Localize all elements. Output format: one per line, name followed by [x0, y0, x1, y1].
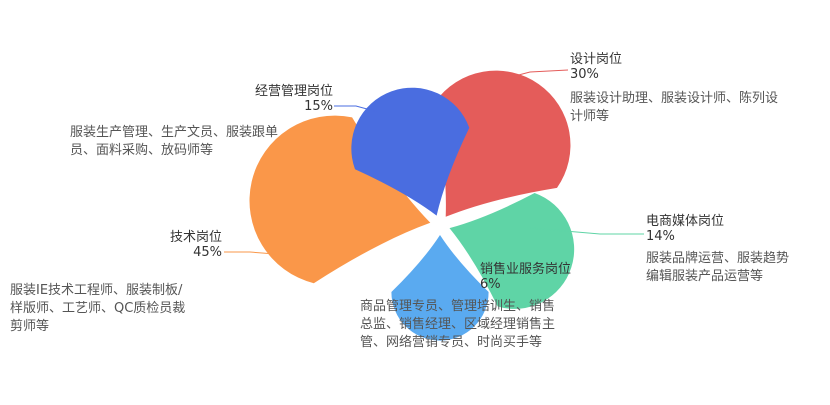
label-description-3-2: 剪师等: [10, 318, 49, 334]
label-description-0-1: 计师等: [570, 108, 609, 124]
label-description-1-0: 服装品牌运营、服装趋势: [646, 250, 789, 266]
leader-line-3: [224, 251, 276, 255]
label-description-2-1: 总监、销售经理、区域经理销售主: [360, 316, 555, 332]
label-description-3-1: 样版师、工艺师、QC质检员裁: [10, 300, 185, 316]
label-description-2-2: 管、网络营销专员、时尚买手等: [360, 334, 542, 350]
label-percent-0: 30%: [570, 67, 599, 82]
petal-4: [351, 87, 470, 216]
leader-line-1: [529, 227, 644, 235]
label-description-2-0: 商品管理专员、管理培训生、销售: [360, 298, 555, 314]
label-name-4: 经营管理岗位: [255, 84, 333, 99]
label-percent-4: 15%: [304, 99, 333, 114]
label-percent-3: 45%: [193, 245, 222, 260]
label-description-4-1: 员、面料采购、放码师等: [70, 142, 213, 158]
label-description-0-0: 服装设计助理、服装设计师、陈列设: [570, 90, 778, 106]
label-percent-2: 6%: [480, 277, 501, 292]
label-description-4-0: 服装生产管理、生产文员、服装跟单: [70, 125, 278, 140]
leader-line-2: [451, 261, 479, 283]
label-name-0: 设计岗位: [570, 52, 622, 67]
petal-3: [249, 115, 431, 284]
label-name-2: 销售业服务岗位: [480, 261, 571, 277]
petal-0: [434, 70, 571, 217]
label-name-3: 技术岗位: [170, 230, 222, 245]
label-percent-1: 14%: [646, 229, 675, 244]
label-name-1: 电商媒体岗位: [646, 214, 724, 229]
leader-line-4: [334, 105, 379, 113]
petal-1: [449, 193, 575, 309]
label-description-1-1: 编辑服装产品运营等: [646, 268, 763, 284]
label-description-3-0: 服装IE技术工程师、服装制板/: [10, 283, 183, 298]
petal-2: [391, 235, 489, 341]
leader-line-0: [491, 69, 569, 83]
